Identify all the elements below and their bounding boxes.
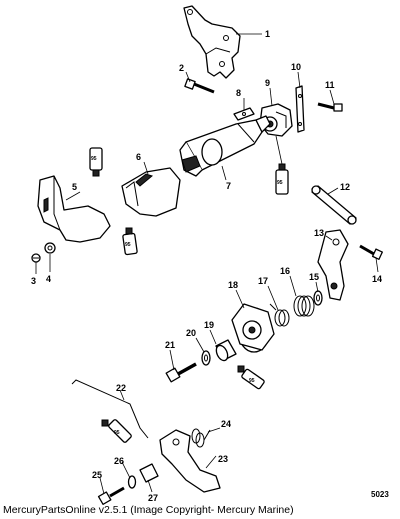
callout-11: 11 — [325, 80, 335, 90]
lubricant-tube-4: 95 — [237, 365, 265, 390]
lubricant-tube-2: 95 — [122, 227, 138, 256]
cover-part-6 — [121, 167, 181, 217]
callout-10: 10 — [291, 62, 301, 72]
motor-part-7 — [179, 115, 271, 177]
washer-part-20 — [201, 350, 211, 366]
svg-text:95: 95 — [277, 180, 283, 186]
washer-part-15 — [313, 290, 323, 306]
callout-15: 15 — [309, 272, 319, 282]
callout-19: 19 — [204, 320, 214, 330]
callout-20: 20 — [186, 328, 196, 338]
callout-14: 14 — [372, 274, 382, 284]
callout-18: 18 — [228, 280, 238, 290]
footer-caption: MercuryPartsOnline v2.5.1 (Image Copyrig… — [3, 504, 294, 516]
lubricant-tube-5: 95 — [101, 419, 132, 443]
clip-part-8 — [233, 107, 255, 121]
bushing-part-27 — [139, 463, 159, 483]
svg-text:95: 95 — [91, 156, 97, 162]
bushing-part-19 — [215, 339, 237, 362]
callout-25: 25 — [92, 470, 102, 480]
lubricant-tube-3: 95 — [275, 163, 289, 195]
callout-17: 17 — [258, 276, 268, 286]
callout-16: 16 — [280, 266, 290, 276]
washer-part-4 — [44, 242, 56, 254]
screw-part-3 — [31, 253, 41, 263]
lever-part-23 — [159, 429, 221, 493]
link-part-12 — [311, 185, 357, 225]
callout-4: 4 — [46, 274, 51, 284]
callout-9: 9 — [265, 78, 270, 88]
callout-27: 27 — [148, 493, 158, 503]
svg-text:95: 95 — [114, 430, 120, 436]
screw-part-14 — [359, 244, 383, 260]
callout-labels: 1 2 3 4 5 6 7 8 9 10 11 12 13 14 15 16 1… — [31, 29, 382, 503]
callout-23: 23 — [218, 454, 228, 464]
callout-22: 22 — [116, 383, 126, 393]
callout-12: 12 — [340, 182, 350, 192]
bolt-part-25 — [97, 486, 125, 505]
callout-24: 24 — [221, 419, 231, 429]
cover-part-5 — [37, 175, 111, 243]
svg-text:95: 95 — [249, 378, 255, 384]
callout-21: 21 — [165, 340, 175, 350]
callout-8: 8 — [236, 88, 241, 98]
strap-part-10 — [295, 85, 305, 133]
lubricant-tube-1: 95 — [89, 147, 103, 177]
callout-3: 3 — [31, 276, 36, 286]
spring-part-16 — [293, 295, 315, 317]
callout-13: 13 — [314, 228, 324, 238]
svg-text:95: 95 — [125, 242, 131, 248]
figure-code: 5023 — [371, 490, 389, 499]
callout-26: 26 — [114, 456, 124, 466]
washer-part-26 — [127, 475, 137, 489]
callout-5: 5 — [72, 182, 77, 192]
spring-part-17 — [269, 303, 290, 327]
callout-6: 6 — [136, 152, 141, 162]
spring-part-24 — [191, 428, 211, 448]
screw-part-2 — [184, 78, 215, 94]
bolt-part-21 — [165, 362, 197, 383]
bracket-part — [183, 5, 241, 79]
lever-part-13 — [317, 229, 349, 301]
housing-part-18 — [231, 303, 275, 353]
callout-1: 1 — [265, 29, 270, 39]
callout-2: 2 — [179, 63, 184, 73]
rod-part-22 — [71, 379, 149, 439]
leader-lines — [35, 33, 379, 495]
callout-7: 7 — [226, 181, 231, 191]
screw-part-11 — [317, 102, 343, 112]
